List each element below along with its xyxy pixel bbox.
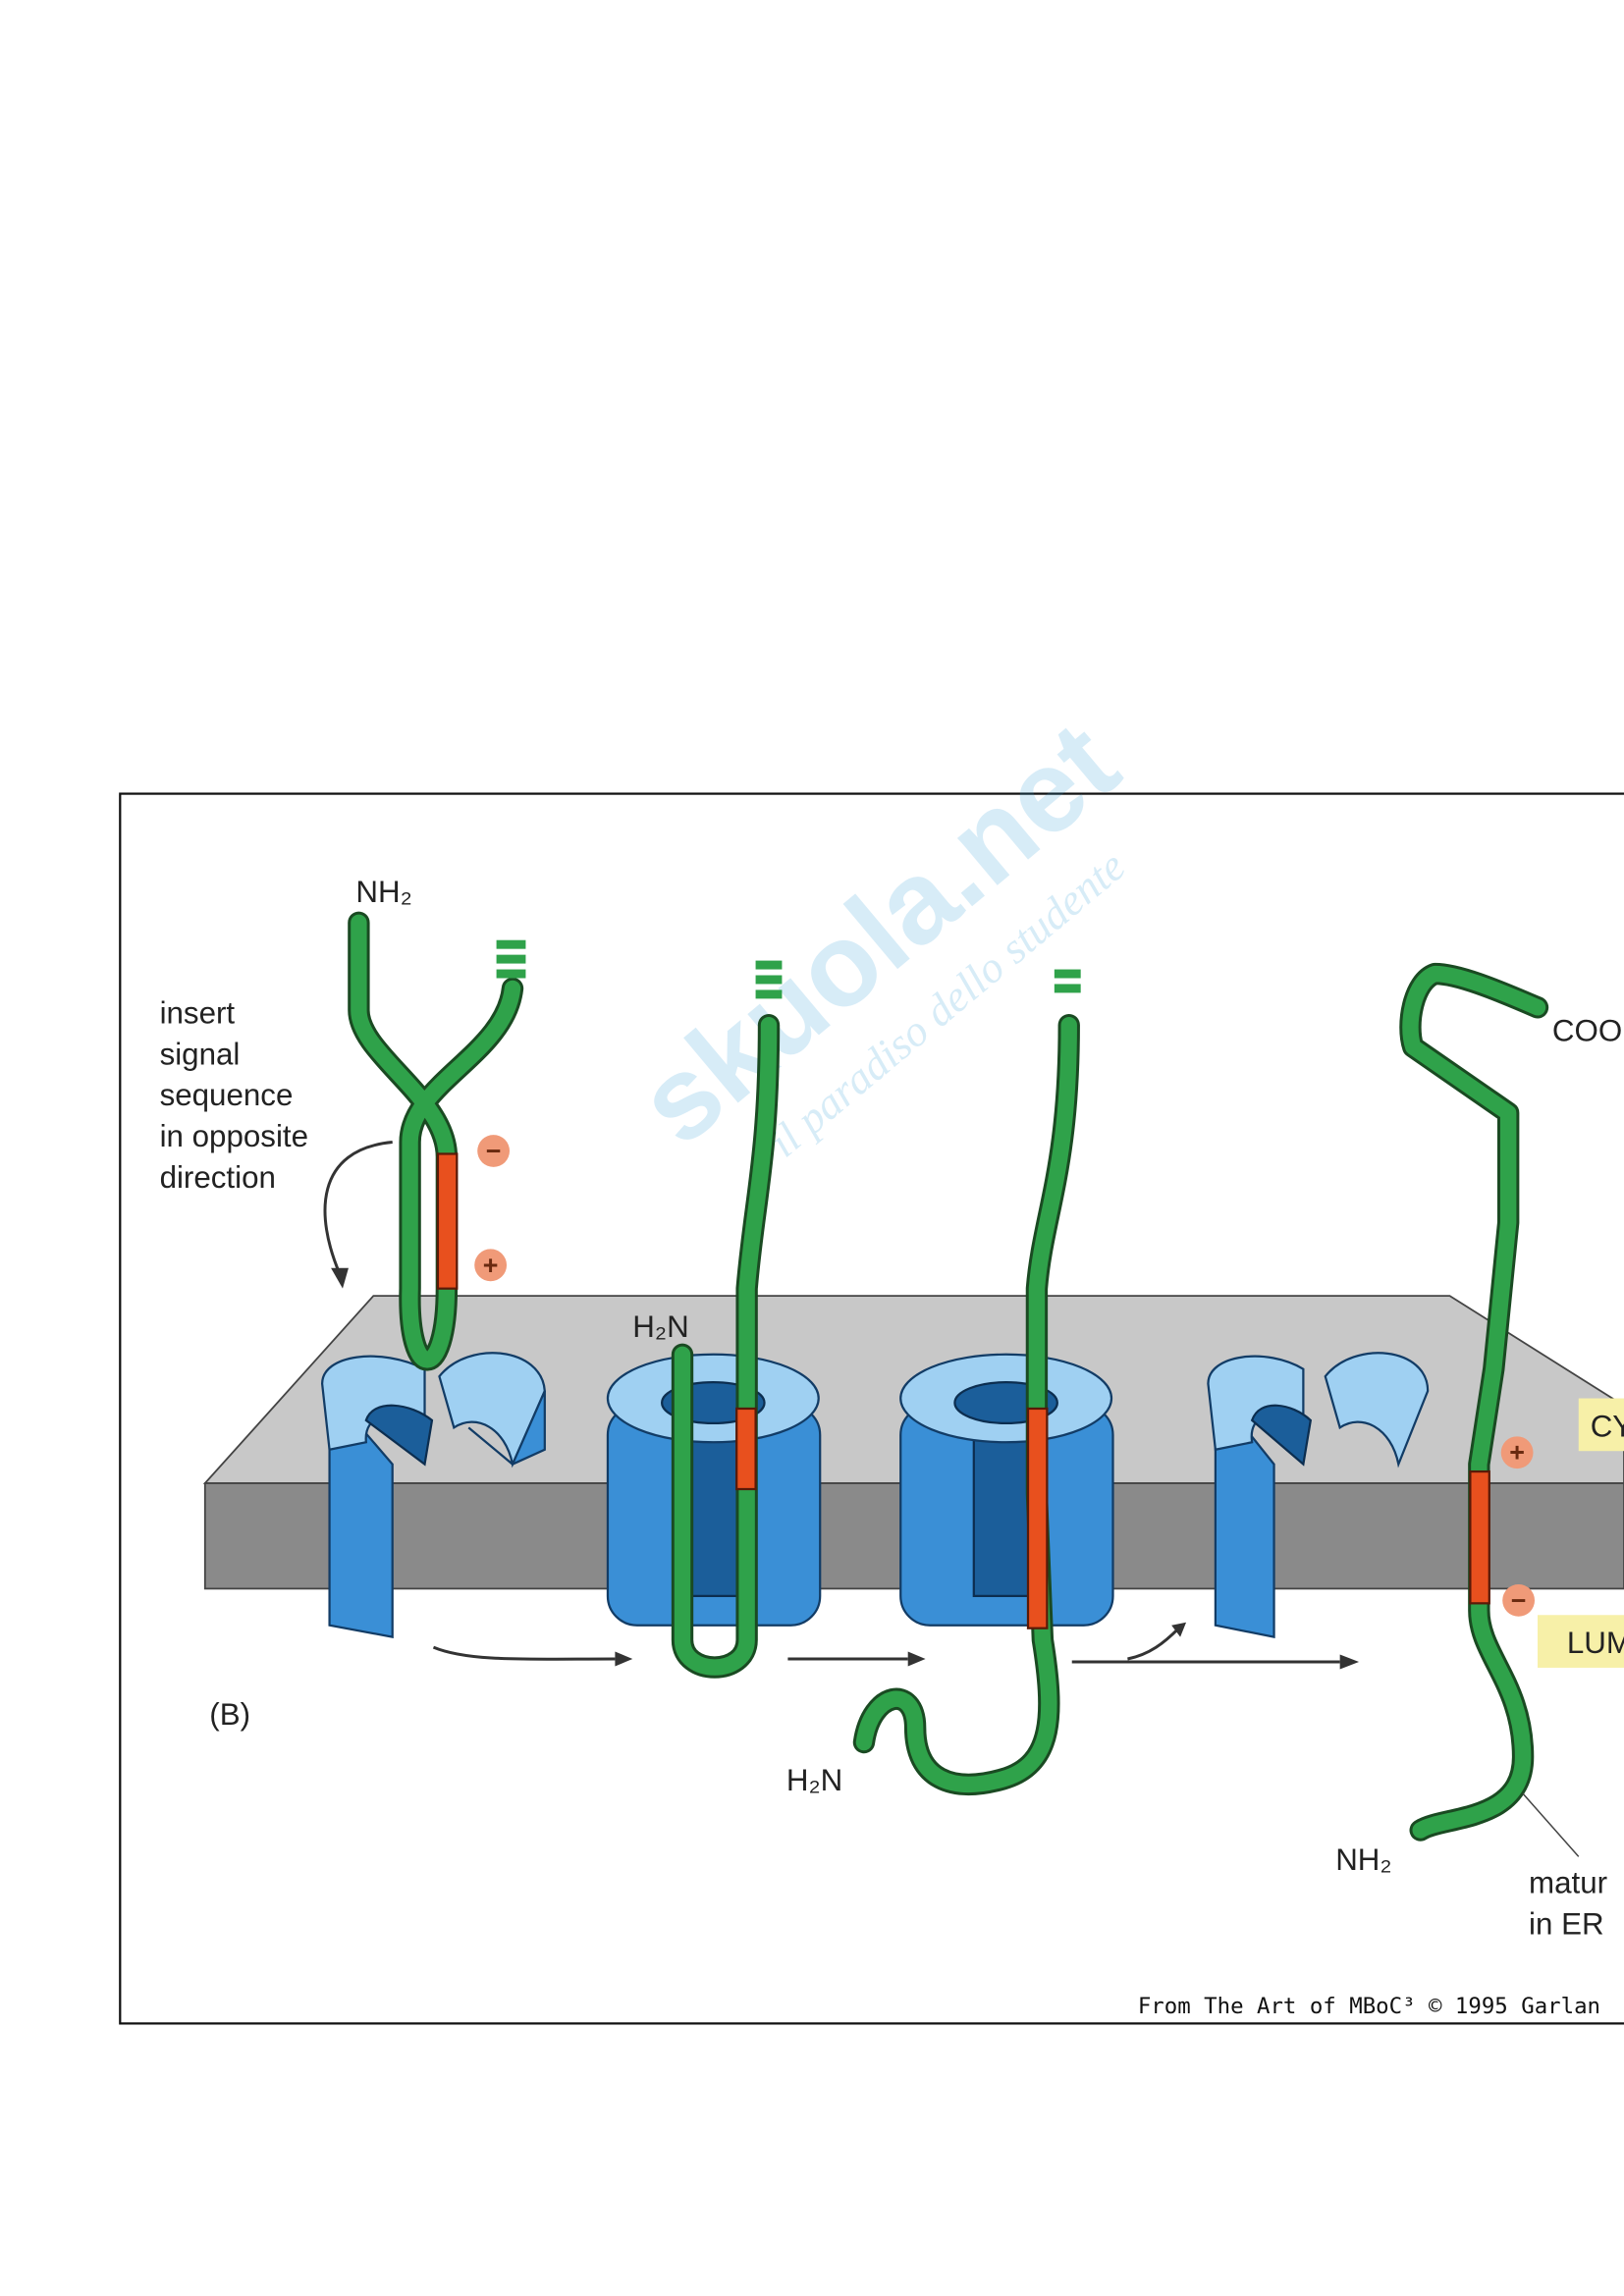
credit-line: From The Art of MBoC³ © 1995 Garlan xyxy=(1138,1994,1600,2019)
h2n-terminus-label: H₂N xyxy=(632,1309,688,1344)
svg-text:direction: direction xyxy=(160,1160,276,1195)
cytosol-tag: CY xyxy=(1578,1398,1624,1452)
flip-arrow xyxy=(323,1141,393,1275)
translocon-3 xyxy=(899,1353,1114,1627)
process-arrows xyxy=(323,1141,1360,1670)
svg-text:in opposite: in opposite xyxy=(160,1119,308,1153)
polypeptide-mature xyxy=(1399,962,1580,1857)
charge-plus-2: + xyxy=(1500,1436,1534,1469)
translocon-4 xyxy=(1207,1352,1430,1639)
nh2-terminus-label: NH₂ xyxy=(355,875,411,909)
polypeptide-step-1 xyxy=(348,911,526,1371)
svg-text:+: + xyxy=(483,1251,499,1280)
translocon-1 xyxy=(320,1352,546,1638)
svg-text:signal: signal xyxy=(160,1037,241,1071)
panel-label: (B) xyxy=(209,1697,250,1732)
polypeptide-step-3 xyxy=(852,969,1081,1795)
svg-text:matur: matur xyxy=(1529,1866,1607,1900)
svg-text:+: + xyxy=(1509,1438,1525,1468)
mature-protein-label: matur in ER xyxy=(1529,1866,1607,1942)
charge-minus-1: − xyxy=(477,1135,511,1167)
svg-text:LUM: LUM xyxy=(1567,1626,1624,1660)
svg-text:−: − xyxy=(486,1136,502,1165)
svg-text:sequence: sequence xyxy=(160,1078,294,1112)
polypeptide-step-2 xyxy=(671,960,783,1679)
svg-text:in ER: in ER xyxy=(1529,1906,1604,1941)
translocon-2 xyxy=(606,1353,822,1627)
h2n-terminus-label: H₂N xyxy=(786,1763,842,1797)
svg-text:CY: CY xyxy=(1591,1409,1624,1443)
svg-text:insert: insert xyxy=(160,996,236,1031)
charge-minus-2: − xyxy=(1502,1583,1536,1617)
instruction-text: insert signal sequence in opposite direc… xyxy=(160,996,308,1195)
cooh-terminus-label: COO xyxy=(1552,1014,1622,1048)
lumen-tag: LUM xyxy=(1538,1615,1624,1668)
signal-sequence xyxy=(436,1152,459,1290)
svg-text:−: − xyxy=(1511,1585,1527,1615)
nh2-terminus-label: NH₂ xyxy=(1335,1842,1391,1877)
charge-plus-1: + xyxy=(474,1249,508,1282)
